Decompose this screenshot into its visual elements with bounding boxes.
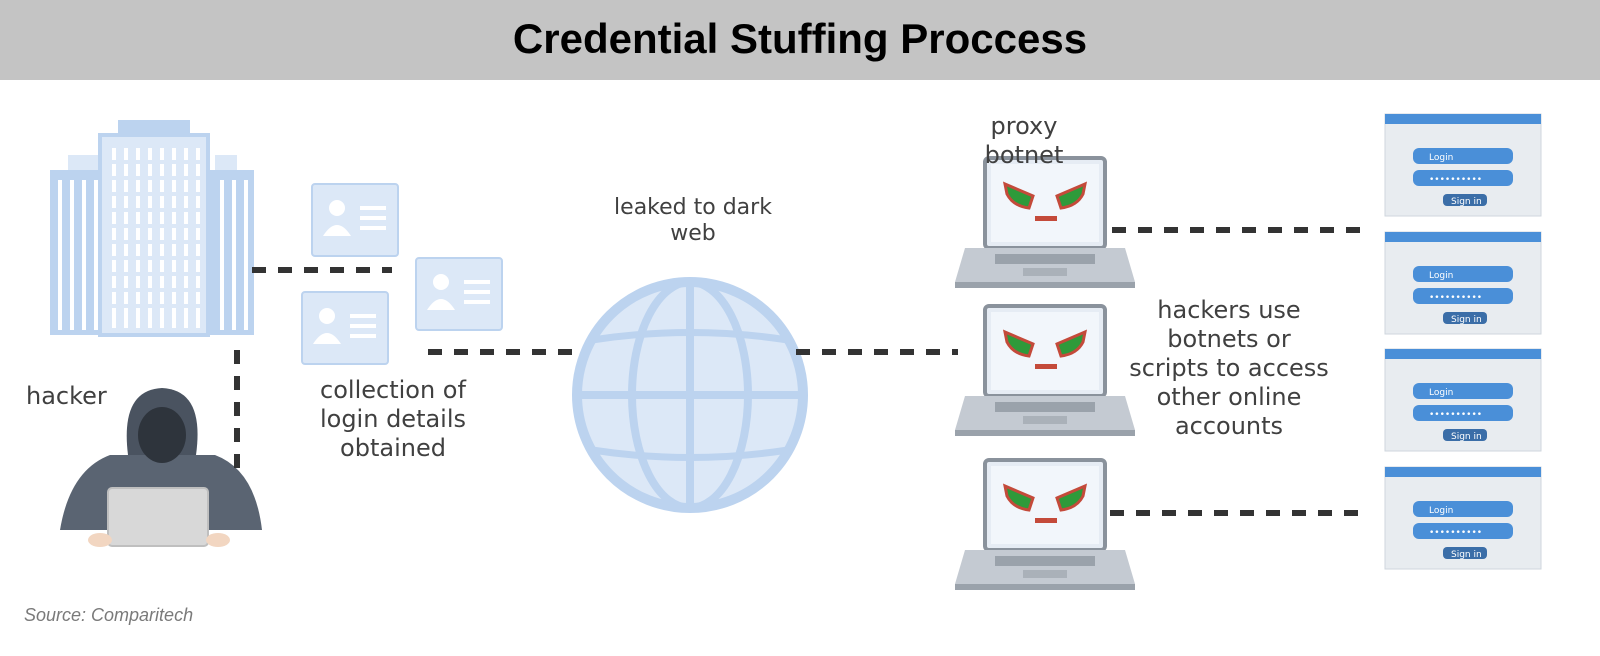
login-card: Login •••••••••• Sign in bbox=[1384, 113, 1542, 217]
login-card: Login •••••••••• Sign in bbox=[1384, 466, 1542, 570]
collection-label-line: obtained bbox=[340, 434, 446, 462]
globe-icon bbox=[572, 277, 808, 513]
title-bar bbox=[0, 0, 1600, 80]
password-mask: •••••••••• bbox=[1429, 293, 1482, 303]
hackers-use-label: hackers use botnets or scripts to access… bbox=[1124, 296, 1334, 441]
laptop-bot-icon bbox=[953, 458, 1137, 592]
login-card: Login •••••••••• Sign in bbox=[1384, 231, 1542, 335]
sign-in-button: Sign in bbox=[1451, 432, 1482, 442]
laptop-bot-icon bbox=[953, 156, 1137, 290]
collection-label-line: collection of bbox=[320, 376, 466, 404]
laptop-bot-icon bbox=[953, 304, 1137, 438]
dark-web-label-line: leaked to dark bbox=[614, 195, 772, 220]
hacker-label: hacker bbox=[26, 382, 107, 410]
hackers-use-label-line: hackers use bbox=[1157, 296, 1301, 324]
sign-in-button: Sign in bbox=[1451, 550, 1482, 560]
hacker-icon bbox=[60, 388, 262, 547]
collection-label: collection of login details obtained bbox=[300, 376, 486, 463]
hackers-use-label-line: scripts to access bbox=[1129, 354, 1329, 382]
collection-label-line: login details bbox=[319, 405, 467, 433]
hackers-use-label-line: botnets or bbox=[1167, 325, 1291, 353]
password-mask: •••••••••• bbox=[1429, 528, 1482, 538]
id-card-icon bbox=[301, 291, 389, 365]
dark-web-label-line: web bbox=[670, 221, 716, 246]
sign-in-button: Sign in bbox=[1451, 197, 1482, 207]
hackers-use-label-line: other online bbox=[1156, 383, 1302, 411]
login-label: Login bbox=[1429, 388, 1453, 398]
id-card-icon bbox=[311, 183, 399, 257]
login-label: Login bbox=[1429, 153, 1453, 163]
diagram-canvas: Login •••••••••• Sign in Login •••••••••… bbox=[50, 113, 1542, 592]
password-mask: •••••••••• bbox=[1429, 175, 1482, 185]
office-building-icon bbox=[50, 120, 254, 337]
connector-lines bbox=[234, 227, 1360, 516]
sign-in-button: Sign in bbox=[1451, 315, 1482, 325]
dark-web-label: leaked to dark web bbox=[600, 195, 786, 247]
login-label: Login bbox=[1429, 271, 1453, 281]
password-mask: •••••••••• bbox=[1429, 410, 1482, 420]
hackers-use-label-line: accounts bbox=[1174, 412, 1284, 440]
source-caption: Source: Comparitech bbox=[24, 605, 194, 625]
page-title: Credential Stuffing Proccess bbox=[512, 15, 1088, 62]
login-label: Login bbox=[1429, 506, 1453, 516]
id-card-icon bbox=[415, 257, 503, 331]
login-card: Login •••••••••• Sign in bbox=[1384, 348, 1542, 452]
proxy-botnet-label: proxy botnet bbox=[984, 112, 1064, 169]
